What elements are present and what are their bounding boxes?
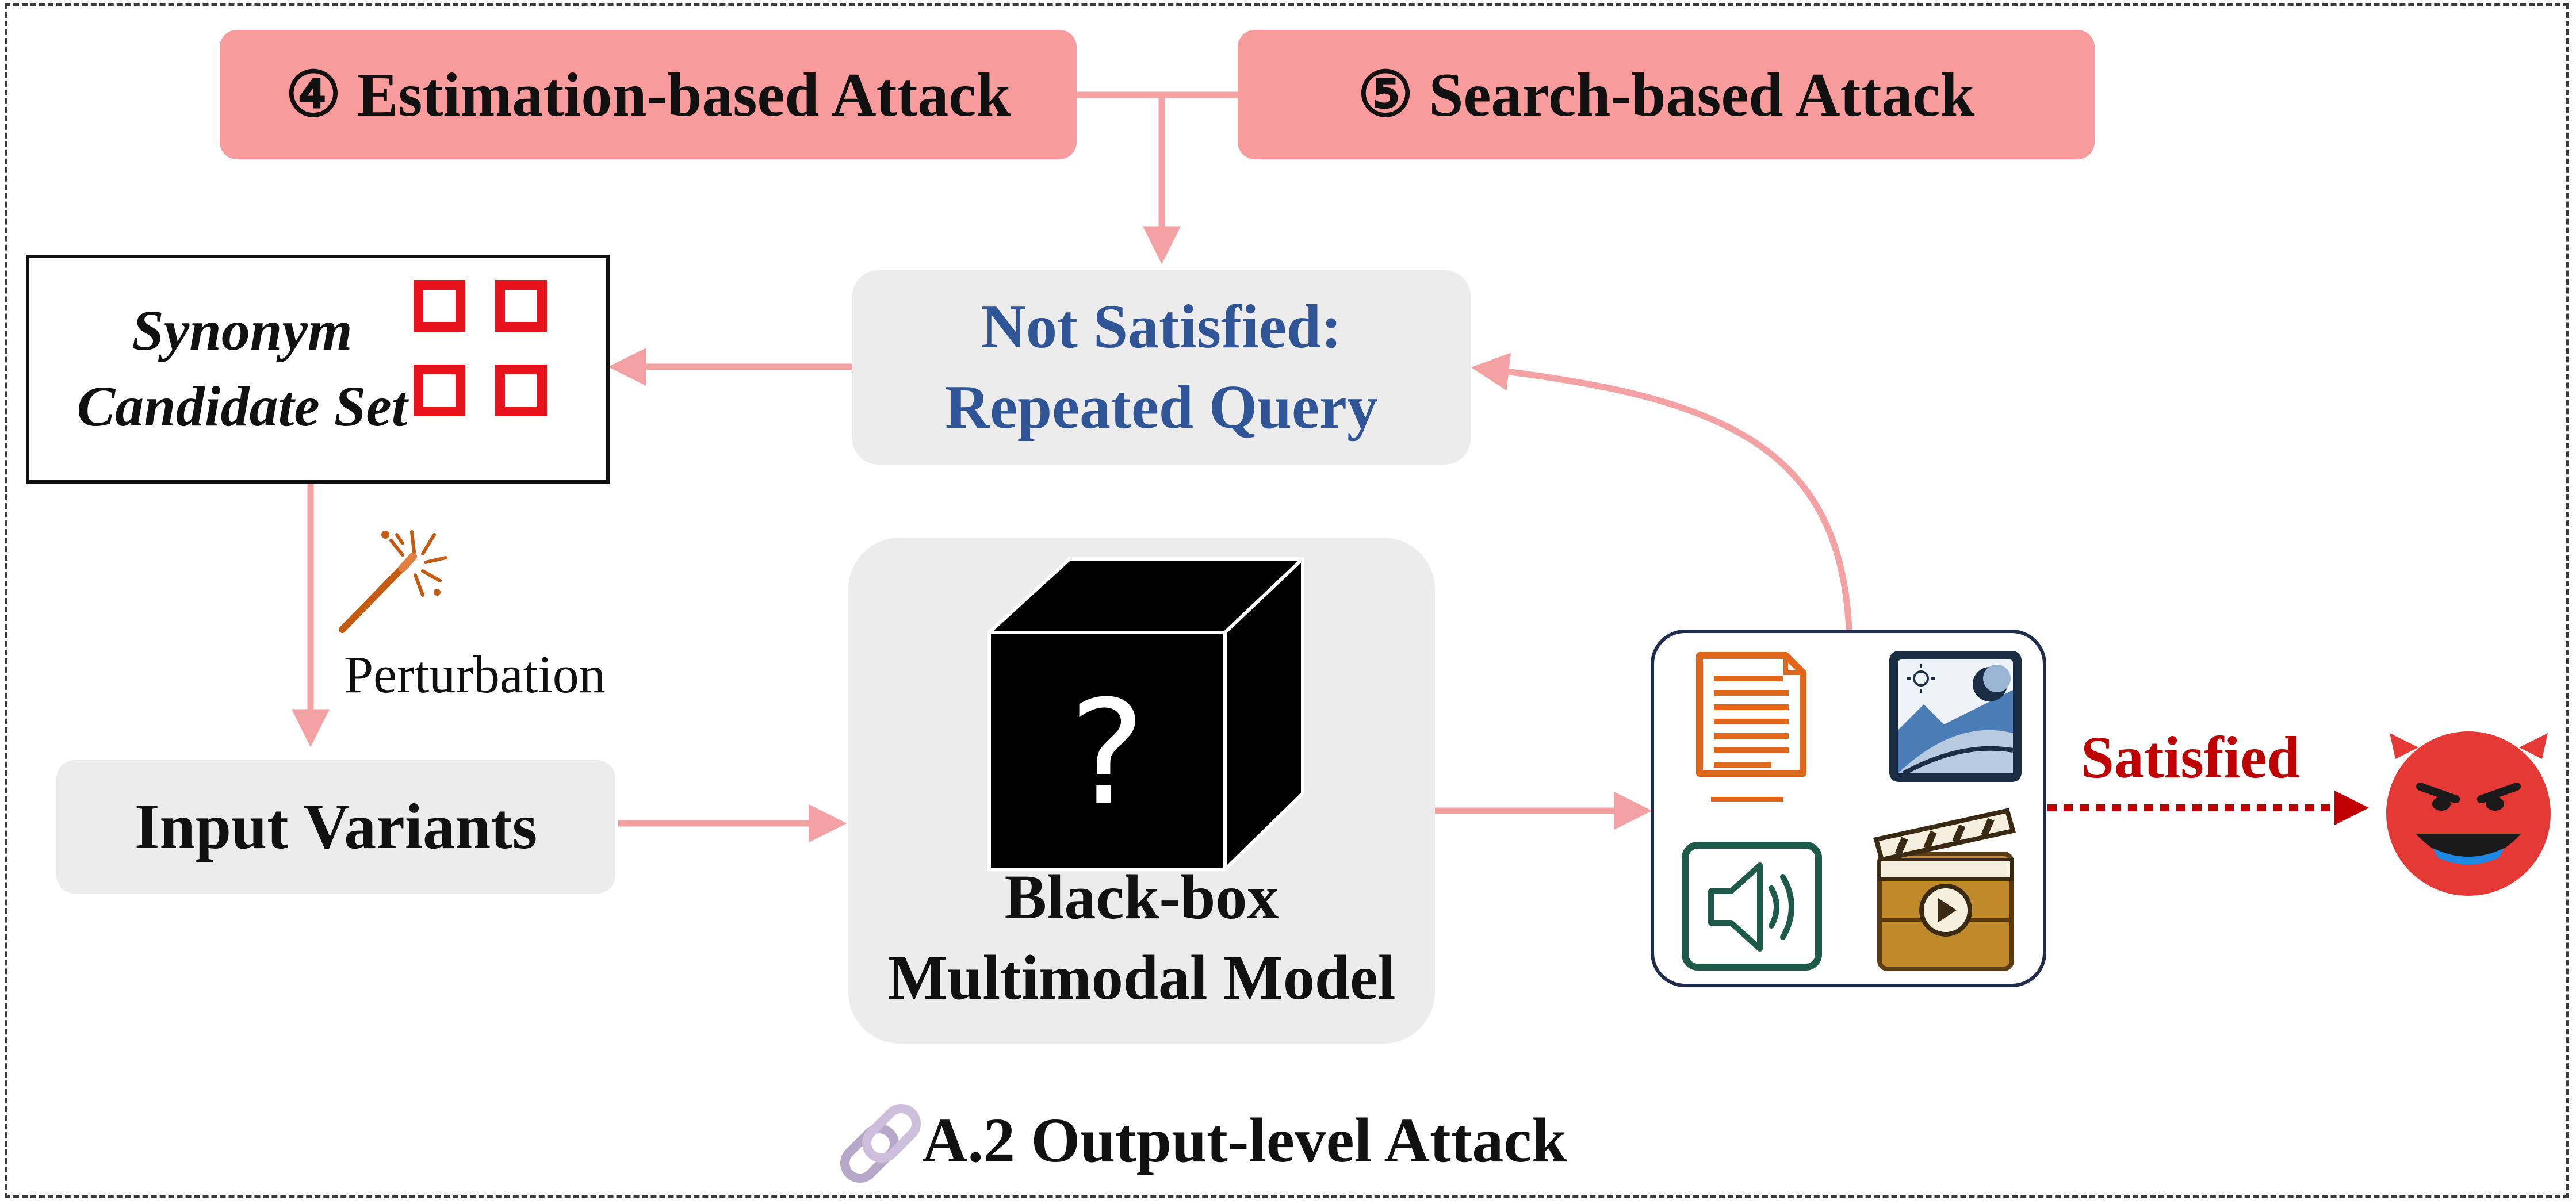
- search-attack-label: ⑤ Search-based Attack: [1357, 60, 1975, 129]
- estimation-attack-label: ④ Estimation-based Attack: [285, 60, 1011, 129]
- question-mark: ?: [1069, 669, 1146, 837]
- synonym-candidate-text: Synonym Candidate Set: [41, 293, 443, 444]
- arrow-outputs-to-query: [1471, 352, 1852, 630]
- model-line-2: Multimodal Model: [887, 942, 1396, 1013]
- candidate-grid-cell: [414, 280, 465, 332]
- query-line-1: Not Satisfied:: [981, 293, 1342, 361]
- candidate-grid-cell: [495, 365, 547, 416]
- footer-title: A.2 Output-level Attack: [922, 1105, 1567, 1175]
- query-line-2: Repeated Query: [945, 373, 1378, 442]
- synonym-candidate-set-box: Synonym Candidate Set: [26, 255, 610, 484]
- candidate-grid-cell: [495, 280, 547, 332]
- model-line-1: Black-box: [1004, 862, 1279, 932]
- candidate-grid-cell: [414, 365, 465, 416]
- repeated-query-box: Not Satisfied: Repeated Query: [852, 270, 1471, 465]
- synonym-line-2: Candidate Set: [76, 374, 408, 438]
- input-variants-label: Input Variants: [134, 791, 538, 862]
- satisfied-label: Satisfied: [2081, 724, 2301, 791]
- estimation-attack-box: ④ Estimation-based Attack: [220, 30, 1077, 159]
- outer-dashed-frame: [5, 3, 2569, 1198]
- perturbation-label: Perturbation: [344, 645, 606, 704]
- search-attack-box: ⑤ Search-based Attack: [1238, 30, 2095, 159]
- input-variants-box: Input Variants: [56, 760, 615, 894]
- synonym-line-1: Synonym: [132, 298, 353, 362]
